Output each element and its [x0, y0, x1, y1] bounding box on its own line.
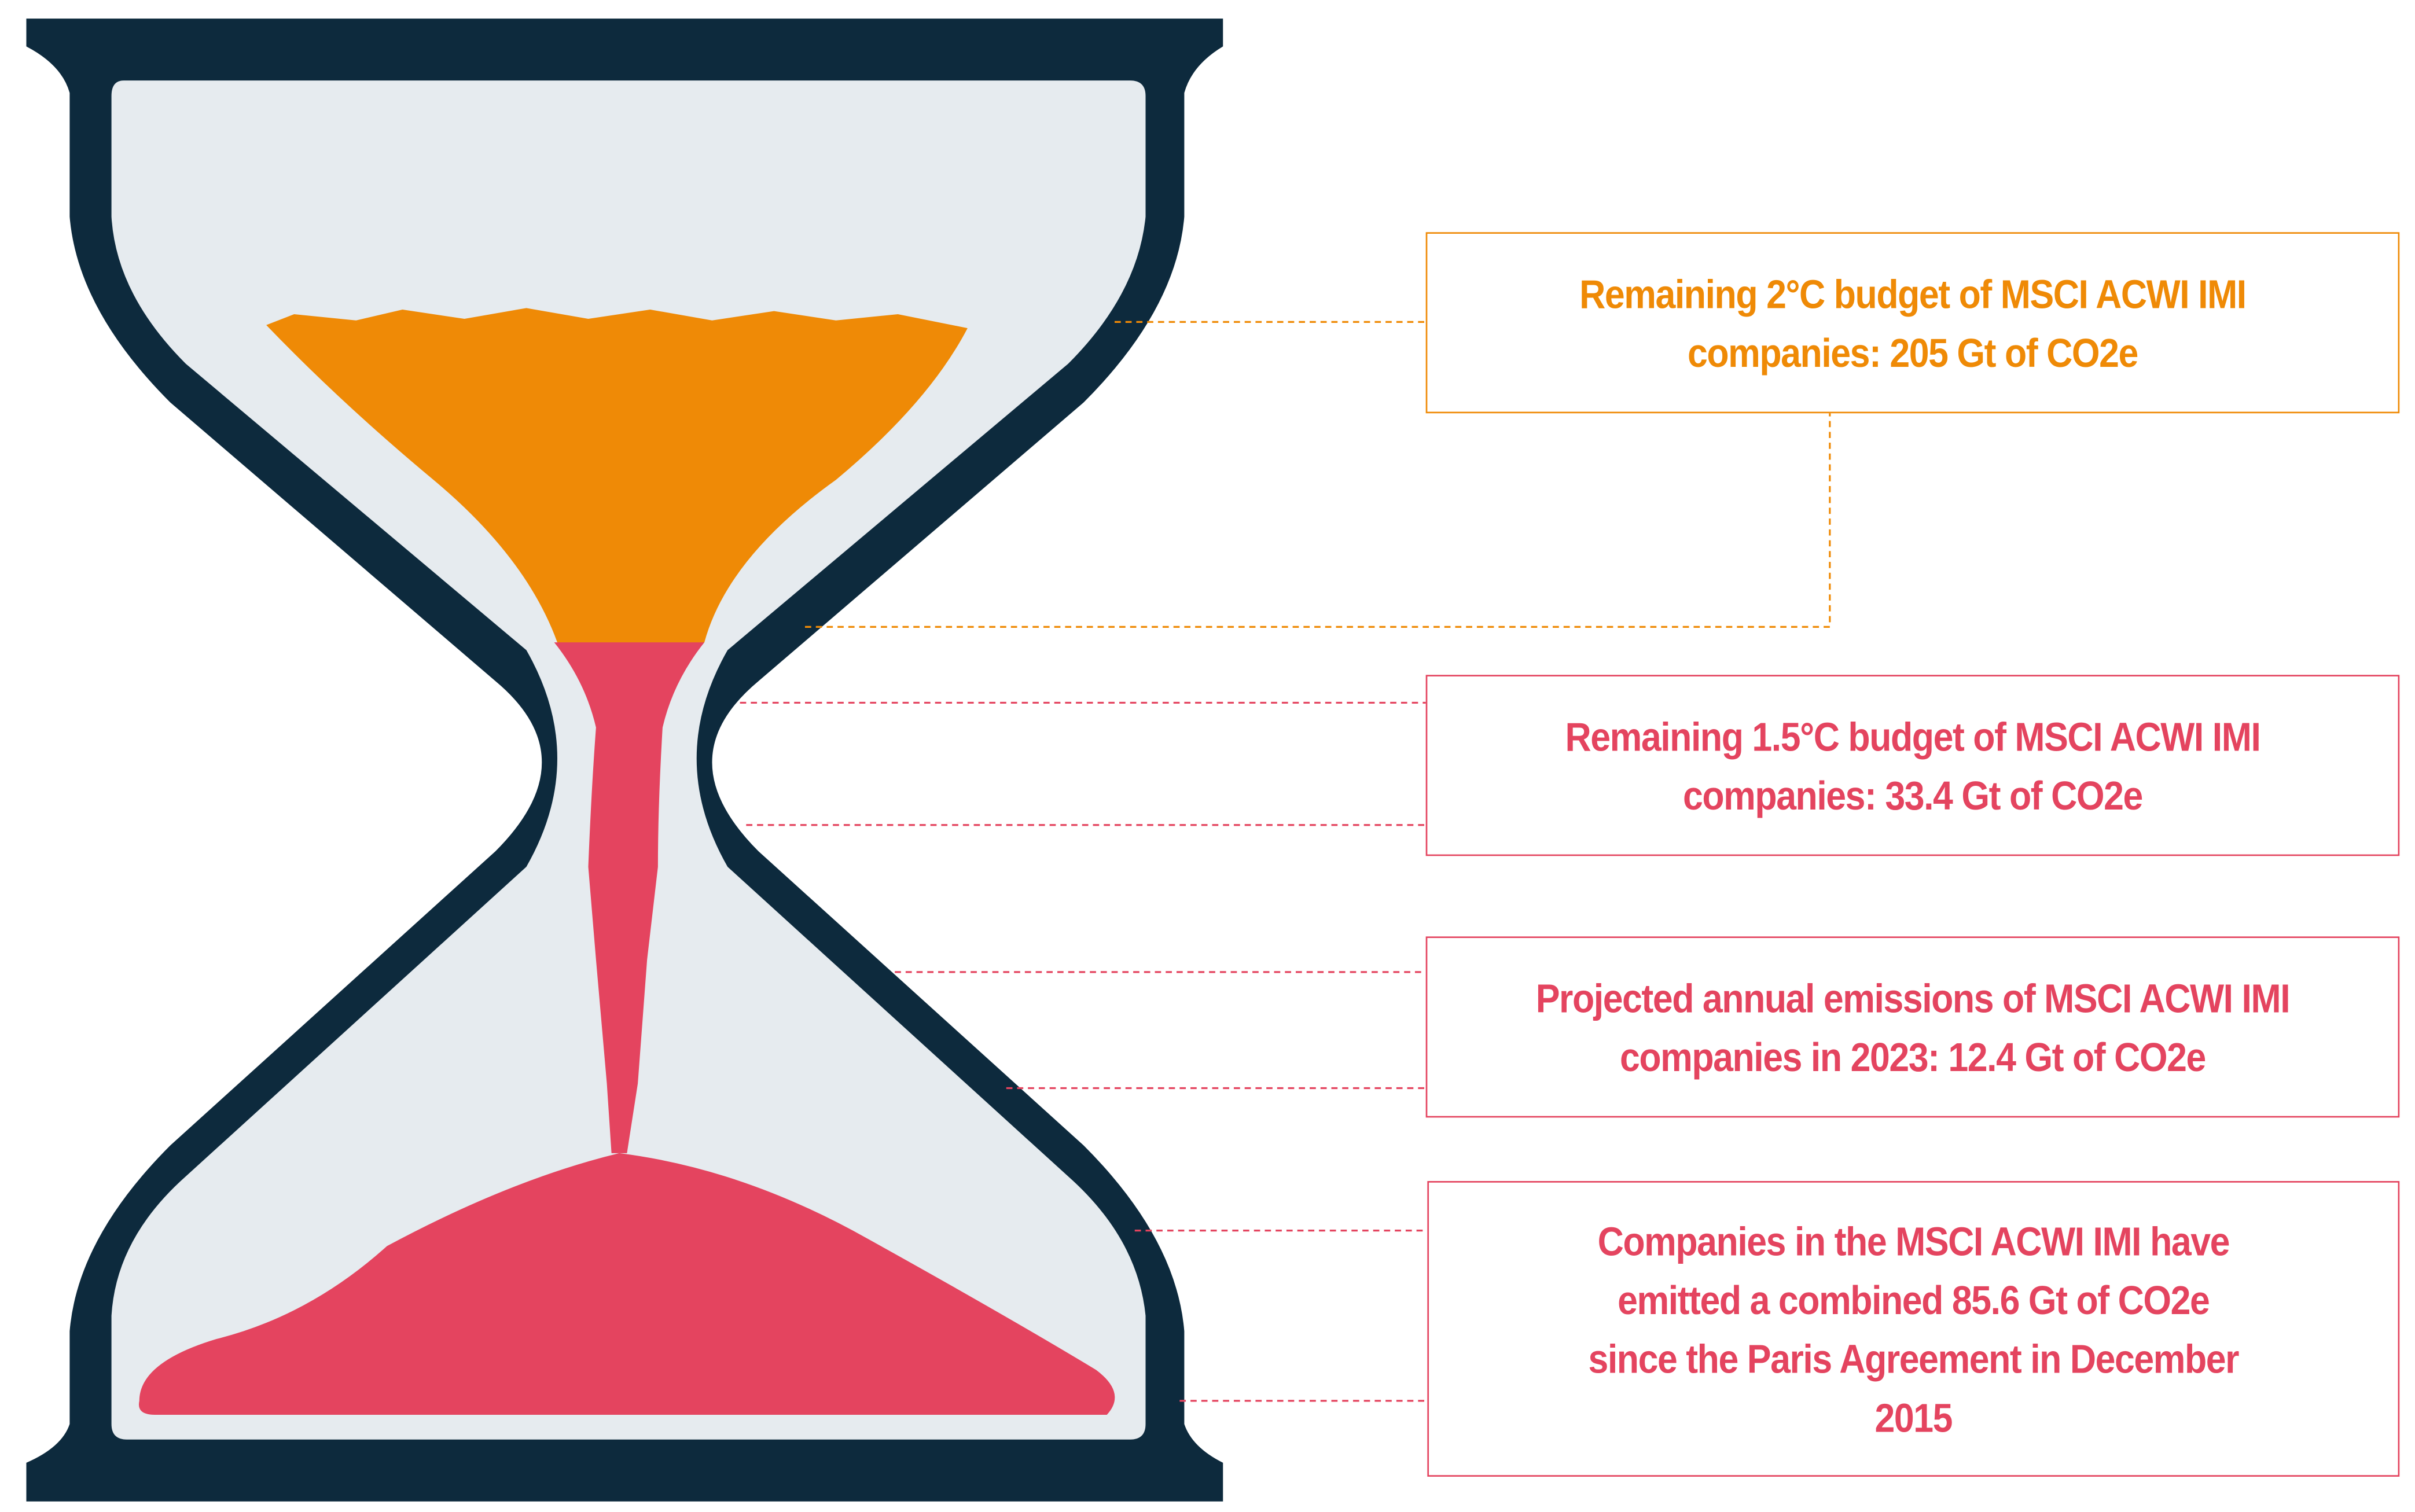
- callout-text: Companies in the MSCI ACWI IMI have emit…: [1588, 1217, 2239, 1441]
- callout-text: Remaining 1.5°C budget of MSCI ACWI IMI …: [1565, 712, 2261, 818]
- callout-cumulative-emissions: Companies in the MSCI ACWI IMI have emit…: [1427, 1181, 2400, 1477]
- connector-orange-neck: [804, 411, 1831, 628]
- bottom-sand-red: [138, 1153, 1115, 1415]
- callout-text: Projected annual emissions of MSCI ACWI …: [1535, 974, 2291, 1080]
- sand-stream-red: [554, 642, 705, 1153]
- callout-annual-emissions: Projected annual emissions of MSCI ACWI …: [1425, 936, 2400, 1118]
- callout-1-5c-budget: Remaining 1.5°C budget of MSCI ACWI IMI …: [1425, 675, 2400, 856]
- connector-lines: [740, 321, 1831, 1402]
- callout-2c-budget: Remaining 2°C budget of MSCI ACWI IMI co…: [1425, 232, 2400, 414]
- top-sand-orange: [266, 308, 968, 681]
- callout-text: Remaining 2°C budget of MSCI ACWI IMI co…: [1579, 270, 2247, 376]
